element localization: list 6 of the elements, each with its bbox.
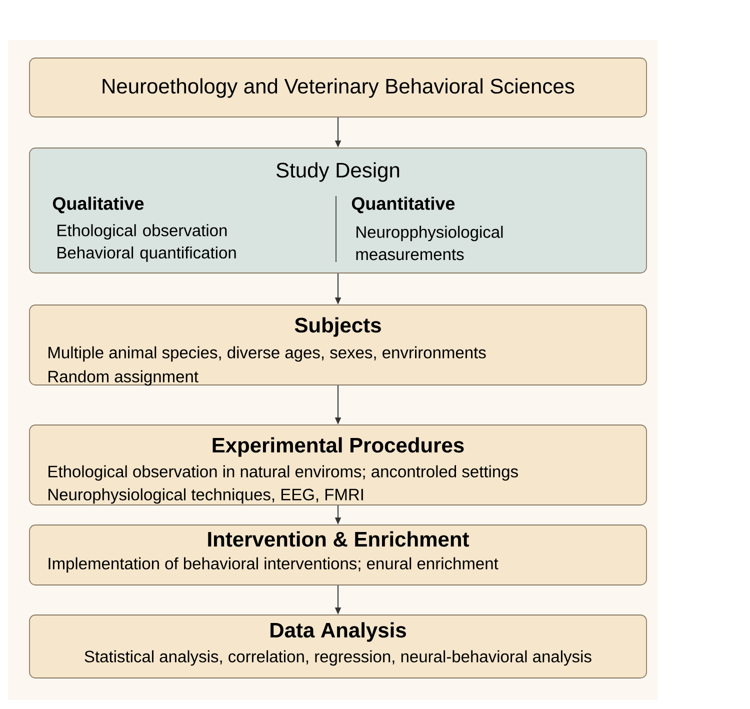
- step-box: Data Analysis Statistical analysis, correlation, regression, neural-behavioral analysis: [29, 614, 647, 678]
- step-box: Intervention & Enrichment Implementation of behavioral interventions; enural enrichment: [29, 524, 647, 586]
- title-box: Neuroethology and Veterinary Behavioral Sciences: [29, 58, 647, 118]
- step-box: Subjects Multiple animal species, diverse ages, sexes, envrironments Random assignment: [29, 304, 647, 386]
- step-box: Experimental Procedures Ethological observation in natural enviroms; ancontroled settings Neurophysiological techniques, EEG, FMRI: [29, 424, 647, 506]
- design-box: Study Design Qualitative Ethological observation Behavioral quantification Quantitative Neuropphysiological measurements: [29, 148, 647, 274]
